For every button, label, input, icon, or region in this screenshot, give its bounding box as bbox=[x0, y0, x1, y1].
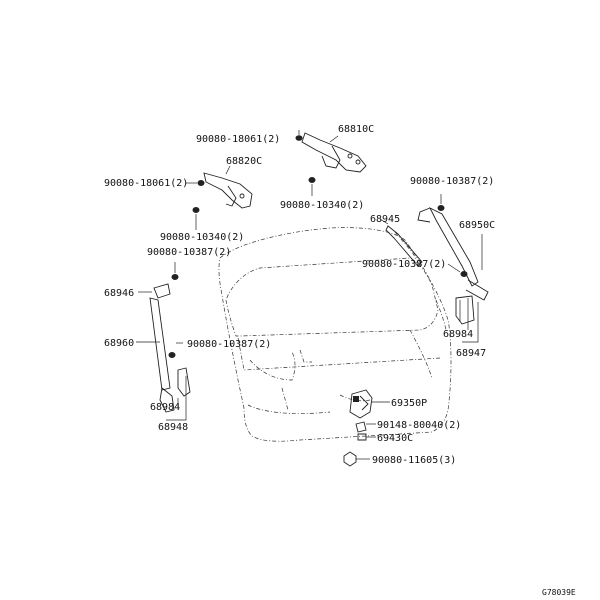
weatherstrip-68945 bbox=[379, 218, 423, 267]
label-diagram-code: G78039E bbox=[542, 588, 576, 597]
label-90080-18061-left: 90080-18061(2) bbox=[104, 178, 188, 189]
damper-stay-68960 bbox=[136, 262, 183, 413]
label-90080-18061-top: 90080-18061(2) bbox=[196, 134, 280, 145]
label-68945: 68945 bbox=[370, 214, 400, 225]
label-90080-10340-top: 90080-10340(2) bbox=[280, 200, 364, 211]
label-68946: 68946 bbox=[104, 288, 134, 299]
label-68820c: 68820C bbox=[226, 156, 262, 167]
label-68948: 68948 bbox=[158, 422, 188, 433]
label-68984-left: 68984 bbox=[150, 402, 180, 413]
bracket-68984-left bbox=[166, 367, 191, 421]
label-90080-10387-mid: 90080-10387(2) bbox=[187, 339, 271, 350]
bolt-90080-11605 bbox=[343, 451, 370, 467]
label-68950c: 68950C bbox=[459, 220, 495, 231]
striker-69430c bbox=[355, 421, 376, 441]
back-door-panel bbox=[218, 227, 452, 442]
strut-68950c bbox=[417, 194, 489, 301]
hinge-68810c bbox=[295, 130, 367, 196]
hinge-68820c bbox=[186, 165, 253, 230]
label-90080-10387-tr: 90080-10387(2) bbox=[410, 176, 494, 187]
label-68810c: 68810C bbox=[338, 124, 374, 135]
label-90080-10387-right: 90080-10387(2) bbox=[362, 259, 446, 270]
label-90148-80040: 90148-80040(2) bbox=[377, 420, 461, 431]
labels: 90080-18061(2) 68810C 68820C 90080-18061… bbox=[104, 124, 576, 597]
label-90080-10340-left: 90080-10340(2) bbox=[160, 232, 244, 243]
label-68947: 68947 bbox=[456, 348, 486, 359]
label-90080-11605: 90080-11605(3) bbox=[372, 455, 456, 466]
label-90080-10387-left: 90080-10387(2) bbox=[147, 247, 231, 258]
label-68984-right: 68984 bbox=[443, 329, 473, 340]
label-69430c: 69430C bbox=[377, 433, 413, 444]
label-68960: 68960 bbox=[104, 338, 134, 349]
lock-69350p bbox=[349, 389, 390, 419]
label-69350p: 69350P bbox=[391, 398, 427, 409]
bracket-68984-right bbox=[455, 295, 479, 343]
